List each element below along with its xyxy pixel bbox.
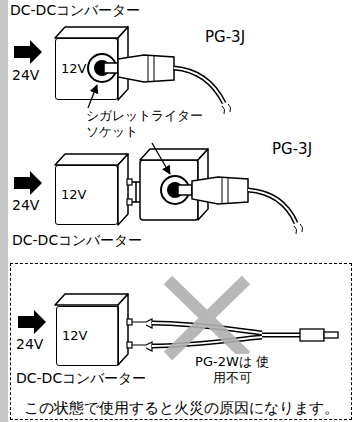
part-label: DC-DCコンバーター [16, 370, 146, 387]
part-label: PG-3J [205, 28, 245, 46]
converter-box: 12V [55, 165, 118, 225]
leader-line [152, 143, 170, 174]
prohibited-cross [168, 280, 246, 356]
warning-box: この状態で使用すると火災の原因になります。 12V [10, 263, 352, 420]
part-label: シガレットライター ソケット [86, 108, 211, 139]
voltage-label: 12V [62, 328, 87, 344]
warning-text: この状態で使用すると火災の原因になります。 [24, 399, 339, 417]
voltage-label: 12V [61, 61, 86, 77]
pg-3j-plug [178, 177, 303, 234]
part-label: PG-2Wは 使用不可 [194, 354, 270, 385]
input-arrow [18, 310, 46, 334]
output-terminals [127, 179, 140, 205]
part-label: PG-3J [272, 140, 312, 158]
input-arrow [14, 171, 42, 195]
input-arrow [14, 40, 42, 64]
part-label: 24V [16, 336, 43, 353]
leader-line [88, 85, 97, 108]
part-label: DC-DCコンバーター [12, 232, 142, 249]
converter-body [55, 154, 128, 225]
part-label: 24V [12, 197, 39, 214]
part-label: DC-DCコンバーター [10, 2, 140, 19]
converter-box: 12V [56, 306, 119, 366]
converter-body [55, 27, 128, 100]
part-label: 24V [12, 67, 39, 84]
voltage-label: 12V [61, 187, 86, 203]
side-bar [0, 0, 8, 422]
pg-3j-plug [104, 55, 231, 114]
converter-box: 12V [55, 38, 118, 100]
converter-body [55, 294, 128, 365]
